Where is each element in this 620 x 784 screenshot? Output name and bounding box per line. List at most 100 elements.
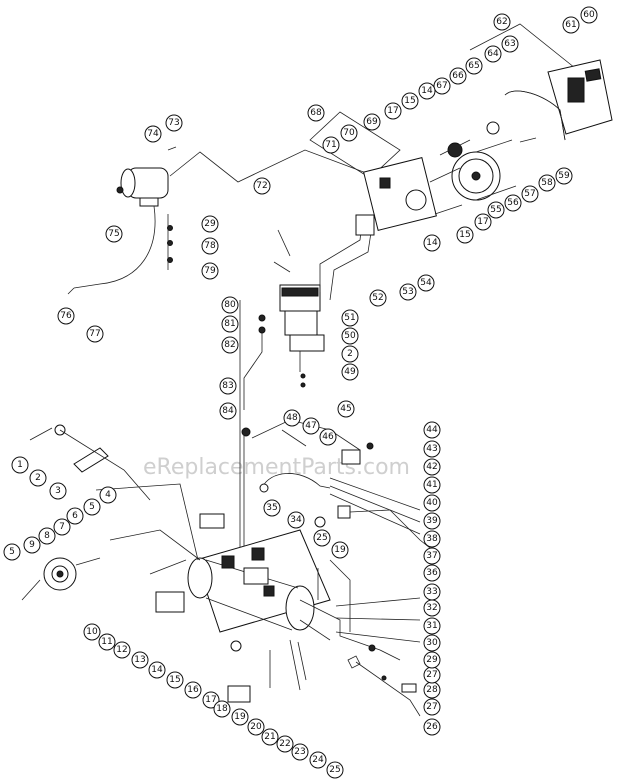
svg-text:67: 67 [436, 81, 447, 91]
svg-text:37: 37 [426, 551, 437, 561]
callout-34: 34 [287, 511, 305, 529]
svg-text:80: 80 [224, 300, 236, 310]
callout-50: 50 [341, 327, 359, 345]
callout-81: 81 [221, 315, 239, 333]
callout-20: 20 [247, 718, 265, 736]
callout-31: 31 [423, 617, 441, 635]
callout-69: 69 [363, 113, 381, 131]
svg-text:57: 57 [524, 189, 535, 199]
callout-19b: 19 [331, 541, 349, 559]
svg-text:22: 22 [279, 739, 290, 749]
callout-25: 25 [326, 761, 344, 779]
callout-12: 12 [113, 641, 131, 659]
svg-text:54: 54 [420, 278, 432, 288]
svg-text:6: 6 [72, 511, 78, 521]
svg-text:51: 51 [344, 313, 355, 323]
callout-26: 26 [423, 718, 441, 736]
svg-text:21: 21 [264, 732, 275, 742]
svg-text:31: 31 [426, 621, 437, 631]
callout-17: 17 [202, 691, 220, 709]
callout-49: 49 [341, 363, 359, 381]
callout-15: 15 [166, 671, 184, 689]
callout-18: 18 [213, 700, 231, 718]
svg-text:46: 46 [322, 432, 334, 442]
callout-46: 46 [319, 428, 337, 446]
callout-65: 65 [465, 57, 483, 75]
callout-44: 44 [423, 421, 441, 439]
svg-text:50: 50 [344, 331, 356, 341]
callout-80: 80 [221, 296, 239, 314]
callout-63: 63 [501, 35, 519, 53]
svg-text:5: 5 [9, 547, 15, 557]
svg-text:65: 65 [468, 61, 479, 71]
callout-4: 4 [99, 486, 117, 504]
svg-text:77: 77 [89, 329, 100, 339]
callout-53: 53 [399, 283, 417, 301]
svg-text:73: 73 [168, 118, 179, 128]
callout-54: 54 [417, 274, 435, 292]
svg-text:25: 25 [316, 533, 327, 543]
svg-text:76: 76 [60, 311, 72, 321]
callout-1: 1 [11, 456, 29, 474]
svg-text:59: 59 [558, 171, 570, 181]
svg-text:81: 81 [224, 319, 235, 329]
svg-text:43: 43 [426, 444, 437, 454]
svg-text:20: 20 [250, 722, 262, 732]
svg-text:14: 14 [426, 238, 438, 248]
callout-16: 16 [184, 681, 202, 699]
svg-text:29: 29 [204, 219, 216, 229]
callout-72: 72 [253, 177, 271, 195]
callout-37: 37 [423, 547, 441, 565]
svg-text:29: 29 [426, 655, 438, 665]
svg-text:2: 2 [35, 473, 41, 483]
svg-text:75: 75 [108, 229, 119, 239]
callout-43: 43 [423, 440, 441, 458]
callout-30: 30 [423, 634, 441, 652]
svg-text:14: 14 [151, 665, 163, 675]
svg-text:17: 17 [205, 695, 216, 705]
callout-41: 41 [423, 476, 441, 494]
callout-74: 74 [144, 125, 162, 143]
callout-29b: 29 [201, 215, 219, 233]
svg-text:41: 41 [426, 480, 437, 490]
svg-text:74: 74 [147, 129, 159, 139]
callout-55: 55 [487, 201, 505, 219]
callout-15b: 15 [456, 226, 474, 244]
callout-39: 39 [423, 512, 441, 530]
callout-33: 33 [423, 583, 441, 601]
callout-14b: 14 [423, 234, 441, 252]
svg-text:5: 5 [89, 502, 95, 512]
svg-text:82: 82 [224, 340, 235, 350]
svg-text:7: 7 [59, 522, 65, 532]
diagram-linework [21, 23, 613, 717]
svg-text:84: 84 [222, 406, 234, 416]
callout-76: 76 [57, 307, 75, 325]
svg-text:36: 36 [426, 568, 438, 578]
svg-text:11: 11 [101, 637, 112, 647]
svg-text:63: 63 [504, 39, 515, 49]
svg-text:72: 72 [256, 181, 267, 191]
callout-15c: 15 [401, 92, 419, 110]
callout-3: 3 [49, 482, 67, 500]
svg-text:47: 47 [305, 421, 316, 431]
svg-text:55: 55 [490, 205, 501, 215]
svg-text:40: 40 [426, 498, 438, 508]
callout-45: 45 [337, 400, 355, 418]
callout-24: 24 [309, 751, 327, 769]
callout-59: 59 [555, 167, 573, 185]
callout-77: 77 [86, 325, 104, 343]
svg-text:17: 17 [387, 106, 398, 116]
callout-40: 40 [423, 494, 441, 512]
svg-text:1: 1 [17, 460, 23, 470]
svg-text:64: 64 [487, 49, 499, 59]
svg-text:15: 15 [404, 96, 415, 106]
callout-58: 58 [538, 174, 556, 192]
svg-text:16: 16 [187, 685, 199, 695]
svg-text:14: 14 [421, 86, 433, 96]
callout-6: 6 [66, 507, 84, 525]
callout-14: 14 [148, 661, 166, 679]
callout-29: 29 [423, 651, 441, 669]
svg-text:70: 70 [343, 128, 355, 138]
svg-text:69: 69 [366, 117, 378, 127]
